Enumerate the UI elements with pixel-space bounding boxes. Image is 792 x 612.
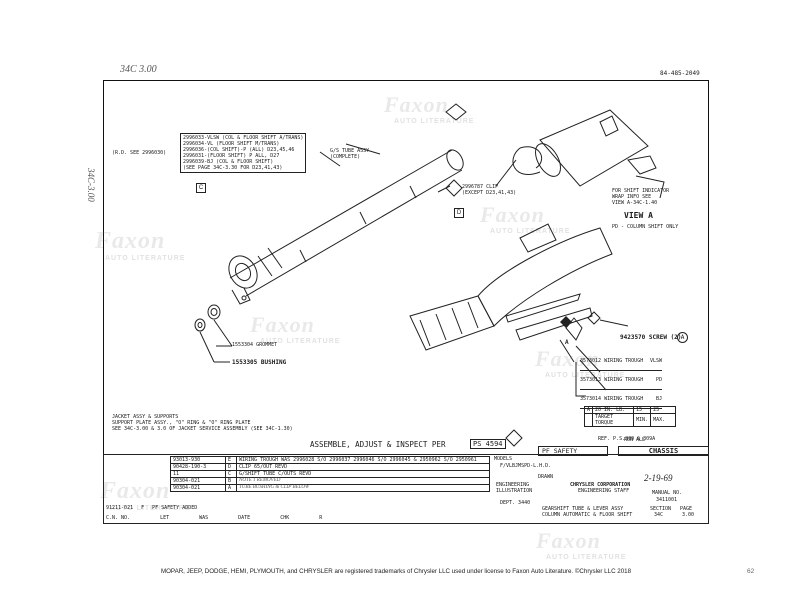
models-value: F/VLBJMSPD-L.H.D. [500,463,552,469]
title-block [103,454,709,524]
drawn-label: DRAWN [538,474,554,480]
page-number: 62 [747,568,755,575]
torque-cell: 25 [650,406,677,414]
torque-reference: REF. P.S.809 & 809A [598,436,656,442]
page-value: 3.00 [682,512,695,518]
drawn-date: 2-19-69 [644,473,673,483]
view-a-note: PD - COLUMN SHIFT ONLY [612,224,679,230]
table-row: 11 C G/SHIFT TUBE C/OUTS REVD [170,470,490,478]
torque-table-extra: RUN ALL [624,437,646,443]
tube-assy-label: G/S TUBE ASSY(COMPLETE) [330,148,370,160]
screw-circle-a: A [677,332,688,343]
torque-cell: TARGET TORQUE [592,413,635,427]
dept-number: DEPT. 3440 [500,500,531,506]
handwritten-side-note: 34C-3.00 [86,168,96,202]
table-row: 93013-930 E WIRING TROUGH WAS 2996028 S/… [170,456,490,464]
torque-table: A 20 IN. LB. 15 25 TARGET TORQUE MIN. MA… [583,406,677,427]
trademark-footer: MOPAR, JEEP, DODGE, HEMI, PLYMOUTH, and … [160,568,632,575]
bushing-label: 1553305 BUSHING [232,359,287,366]
revision-table: 93013-930 E WIRING TROUGH WAS 2996028 S/… [170,456,490,492]
part-list-callout: 2996033-VLSW (COL & FLOOR SHIFT A/TRANS)… [180,133,307,173]
label-d: D [454,208,464,218]
page-label: PAGE [680,506,693,512]
engineering-staff: ENGINEERING STAFF [578,488,630,494]
table-row: 90428-190-3 D CLIP 65/OUT REVD [170,463,490,471]
label-a: A [565,339,569,346]
manual-number: 3411001 [656,497,678,503]
assemble-banner: ASSEMBLE, ADJUST & INSPECT PER [310,440,446,449]
handwritten-top-note: 34C 3.00 [120,64,157,75]
clip-label: 2996787 CLIP(EXCEPT D23,41,43) [462,184,517,196]
manual-label: MANUAL NO. [652,490,683,496]
table-row: 90304-021 B NOTE 1 REMOVED [170,477,490,485]
torque-cell: A [583,406,594,414]
screw-label: 9423570 SCREW (2) [620,334,682,341]
table-row: 90304-021 A TUBE BUSHING & CLIP BELOW [170,484,490,492]
torque-cell: 15 [633,406,652,414]
section-label: SECTION [650,506,672,512]
view-a-title: VIEW A [624,211,653,220]
torque-cell: 20 IN. LB. [592,406,635,414]
label-c: C [196,183,206,193]
pf-safety-box: PF SAFETY [538,446,608,456]
torque-cell: MAX. [650,413,677,427]
company-name: CHRYSLER CORPORATION [570,482,631,488]
models-label: MODELS [494,456,513,462]
drawing-number: 84-485-2049 [660,70,700,77]
jacket-note: JACKET ASSY & SUPPORTS SUPPORT PLATE ASS… [112,414,293,432]
torque-cell: MIN. [633,413,652,427]
rd-note: (R.D. SEE 2996030) [112,150,167,156]
ps-number: PS 4594 [470,439,506,449]
section-value: 34C [654,512,664,518]
grommet-label: 1553304 GROMMET [232,342,278,348]
chassis-box: CHASSIS [618,446,709,456]
